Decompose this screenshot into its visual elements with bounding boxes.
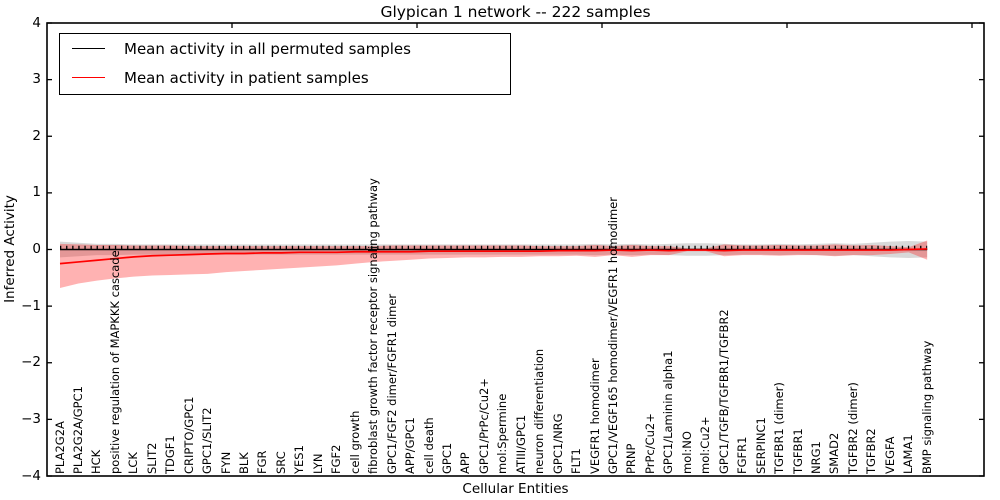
x-category-label: APP/GPC1 (403, 417, 418, 474)
x-category-label: SERPINC1 (753, 417, 768, 474)
x-category-label: SLIT2 (144, 442, 159, 474)
y-tick-label: −1 (21, 297, 41, 314)
legend-label-permuted: Mean activity in all permuted samples (124, 39, 411, 58)
x-category-label: VEGFR1 homodimer (587, 358, 602, 474)
x-category-label: LCK (126, 452, 141, 474)
permuted-line-swatch (72, 48, 105, 49)
x-category-label: APP (458, 452, 473, 474)
legend-item-patient: Mean activity in patient samples (60, 63, 510, 92)
x-category-label: FLT1 (569, 448, 584, 474)
legend-label-patient: Mean activity in patient samples (124, 68, 369, 87)
x-category-label: PRNP (624, 443, 639, 474)
x-category-label: mol:NO (679, 431, 694, 474)
x-category-label: NRG1 (808, 441, 823, 474)
y-tick-label: 0 (32, 241, 41, 257)
x-category-label: TGFBR2 (864, 428, 879, 474)
x-category-label: GPC1/FGF2 dimer/FGFR1 dimer (384, 293, 399, 474)
x-category-label: ATIII/GPC1 (513, 414, 528, 474)
x-category-label: FGF2 (329, 444, 344, 474)
x-category-label: fibroblast growth factor receptor signal… (366, 178, 381, 474)
x-category-label: FGR (255, 450, 270, 474)
y-tick-label: −2 (21, 354, 41, 371)
x-category-label: GPC1/SLIT2 (200, 407, 215, 474)
x-category-label: FYN (218, 451, 233, 474)
legend-item-permuted: Mean activity in all permuted samples (60, 34, 510, 63)
x-category-label: GPC1/VEGF165 homodimer/VEGFR1 homodimer (606, 197, 620, 474)
x-category-label: YES1 (292, 445, 307, 474)
x-category-label: cell growth (347, 410, 362, 474)
x-category-label: mol:Spermine (495, 393, 510, 474)
x-category-label: mol:Cu2+ (698, 416, 713, 474)
x-category-label: cell death (421, 417, 436, 474)
x-category-label: BLK (237, 452, 251, 474)
x-category-label: BMP signaling pathway (919, 340, 934, 474)
patient-line-swatch (72, 77, 105, 78)
x-category-label: PLA2G2A (52, 421, 67, 474)
x-category-label: GPC1/Laminin alpha1 (661, 350, 676, 474)
x-category-label: HCK (89, 449, 104, 474)
x-category-label: LYN (310, 453, 325, 474)
x-category-label: GPC1/NRG (550, 413, 565, 474)
x-category-label: SMAD2 (827, 432, 842, 474)
y-tick-label: −4 (21, 467, 41, 484)
x-category-label: TDGF1 (163, 435, 178, 474)
x-category-label: neuron differentiation (532, 348, 547, 474)
legend: Mean activity in all permuted samples Me… (59, 33, 511, 95)
x-category-label: TGFBR1 (790, 428, 805, 474)
y-tick-label: 3 (32, 71, 41, 88)
y-tick-label: 2 (32, 127, 41, 144)
x-category-label: PLA2G2A/GPC1 (70, 386, 85, 474)
x-category-label: PrPc/Cu2+ (642, 413, 657, 474)
chart-title: Glypican 1 network -- 222 samples (380, 3, 651, 21)
y-tick-label: 4 (32, 14, 41, 31)
x-category-label: LAMA1 (901, 434, 916, 474)
x-category-label: VEGFA (882, 436, 897, 474)
x-category-label: GPC1/TGFB/TGFBR1/TGFBR2 (716, 309, 731, 474)
x-category-label: TGFBR1 (dimer) (772, 382, 787, 474)
x-category-label: TGFBR2 (dimer) (845, 382, 860, 474)
y-tick-label: −3 (21, 410, 41, 427)
x-category-label: SRC (273, 451, 288, 474)
x-category-label: FGFR1 (735, 436, 750, 474)
patient-mean-line (59, 248, 928, 265)
x-category-label: positive regulation of MAPKKK cascade (107, 250, 122, 474)
x-category-label: GPC1/PrPc/Cu2+ (476, 378, 491, 474)
x-axis-label: Cellular Entities (462, 481, 569, 497)
x-category-label: GPC1 (439, 442, 454, 474)
x-category-label: CRIPTO/GPC1 (181, 396, 196, 475)
y-tick-label: 1 (32, 184, 41, 201)
